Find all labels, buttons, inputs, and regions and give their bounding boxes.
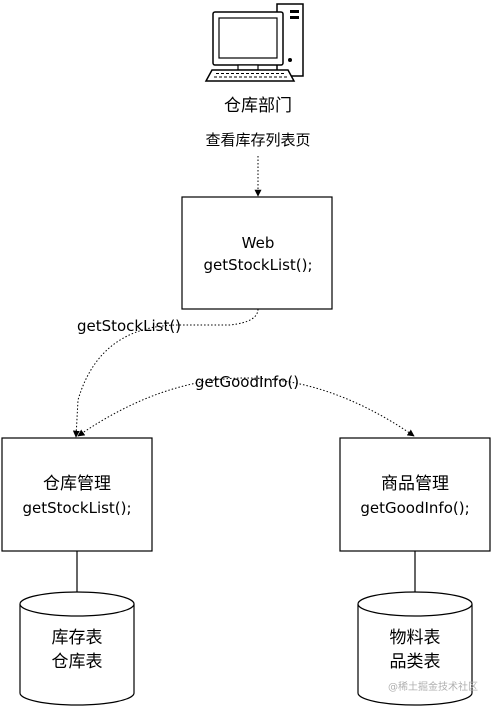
goods-box-method: getGoodInfo(); (360, 499, 469, 517)
call-stocklist-label: getStockList() (77, 317, 181, 335)
database-left: 库存表 仓库表 (19, 591, 135, 706)
db-right-table1: 物料表 (390, 628, 441, 648)
arrow-web-to-warehouse (72, 308, 259, 438)
db-left-table2: 仓库表 (52, 652, 103, 672)
goods-box: 商品管理 getGoodInfo(); (339, 437, 491, 552)
db-right-table2: 品类表 (390, 652, 441, 672)
database-right: 物料表 品类表 (357, 591, 473, 706)
warehouse-box-title: 仓库管理 (43, 474, 111, 494)
arrow-warehouse-goods (77, 377, 415, 437)
call-goodinfo-label: getGoodInfo() (195, 373, 299, 391)
user-action-label: 查看库存列表页 (205, 131, 310, 149)
goods-box-title: 商品管理 (381, 474, 449, 494)
watermark: @稀土掘金技术社区 (388, 680, 478, 693)
web-box: Web getStockList(); (181, 196, 333, 310)
department-label: 仓库部门 (224, 96, 292, 116)
warehouse-box: 仓库管理 getStockList(); (1, 437, 153, 552)
web-box-title: Web (242, 234, 275, 252)
db-left-table1: 库存表 (52, 628, 103, 648)
web-box-method: getStockList(); (203, 256, 312, 274)
computer-icon (204, 3, 304, 82)
warehouse-box-method: getStockList(); (22, 499, 131, 517)
